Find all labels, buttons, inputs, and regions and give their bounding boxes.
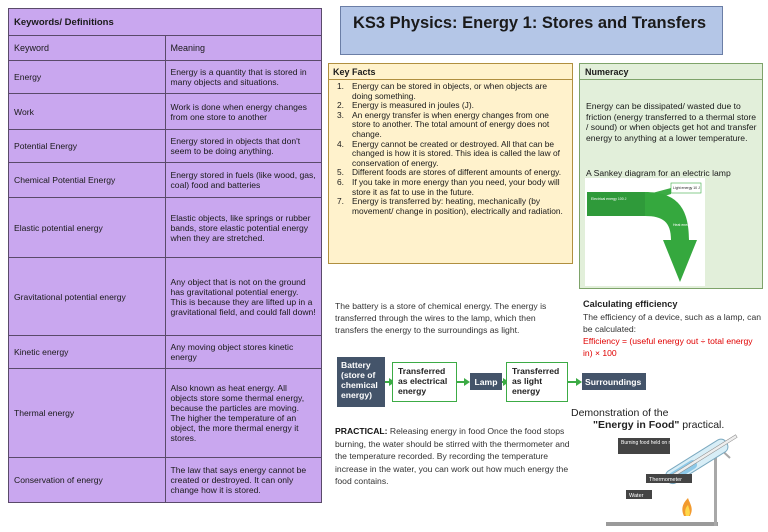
table-row: Conservation of energy The law that says…: [8, 457, 322, 503]
keyword-meaning: Energy is a quantity that is stored in m…: [164, 60, 322, 94]
practical-label: PRACTICAL:: [335, 426, 388, 436]
label-water-box: [626, 490, 652, 499]
key-facts-list: 1. Energy can be stored in objects, or wh…: [329, 80, 572, 216]
table-row: Thermal energy Also known as heat energy…: [8, 368, 322, 458]
keyword-term: Conservation of energy: [8, 457, 166, 503]
demo-title-suffix: practical.: [679, 419, 725, 431]
practical-paragraph: PRACTICAL: Releasing energy in food Once…: [335, 425, 570, 488]
item-number: 3.: [337, 109, 344, 120]
numeracy-heading: Numeracy: [580, 64, 762, 80]
item-number: 1.: [337, 81, 344, 91]
table-row: Gravitational potential energy Any objec…: [8, 257, 322, 336]
label-water: Water: [629, 493, 644, 499]
list-item: 4. Energy cannot be created or destroyed.…: [337, 138, 566, 169]
demo-title-line1: Demonstration of the: [571, 407, 669, 419]
label-food-box: [618, 438, 670, 454]
list-item: 6. If you take in more energy than you ne…: [337, 176, 566, 197]
keyword-meaning: Any object that is not on the ground has…: [164, 257, 322, 336]
keyword-meaning: Any moving object stores kinetic energy: [164, 335, 322, 369]
label-thermometer-box: [646, 474, 692, 483]
flow-lamp-box: Lamp: [470, 373, 502, 390]
flow-arrow-2: [457, 378, 470, 386]
numeracy-paragraph: Energy can be dissipated/ wasted due to …: [586, 101, 757, 143]
list-item: 5. Different foods are stores of differen…: [337, 168, 566, 178]
item-text: An energy transfer is when energy change…: [352, 109, 550, 139]
efficiency-section: Calculating efficiency The efficiency of…: [583, 298, 763, 359]
keyword-term: Elastic potential energy: [8, 197, 166, 258]
label-thermometer: Thermometer: [649, 477, 682, 483]
table-row: Work Work is done when energy changes fr…: [8, 93, 322, 130]
item-text: Different foods are stores of different …: [352, 167, 562, 178]
flow-arrow-1: [385, 378, 395, 386]
keyword-term: Energy: [8, 60, 166, 94]
keyword-term: Work: [8, 93, 166, 130]
item-number: 7.: [337, 196, 344, 207]
column-header-meaning: Meaning: [164, 35, 322, 61]
keyword-term: Thermal energy: [8, 368, 166, 458]
title-box: KS3 Physics: Energy 1: Stores and Transf…: [340, 6, 723, 55]
sankey-light-label-box: [670, 182, 702, 194]
sankey-input-label: Electrical energy 100 J: [591, 197, 627, 201]
keyword-meaning: Elastic objects, like springs or rubber …: [164, 197, 322, 258]
list-item: 3. An energy transfer is when energy cha…: [337, 109, 566, 140]
sankey-heat-label: Heat energy 90 J: [673, 223, 700, 227]
flow-arrow-4: [568, 378, 582, 386]
keyword-meaning: Energy stored in objects that don't seem…: [164, 129, 322, 163]
table-row: Energy Energy is a quantity that is stor…: [8, 60, 322, 94]
keyword-meaning: Energy stored in fuels (like wood, gas, …: [164, 162, 322, 198]
column-header-keyword: Keyword: [8, 35, 166, 61]
efficiency-heading: Calculating efficiency: [583, 299, 678, 309]
table-row: Kinetic energy Any moving object stores …: [8, 335, 322, 369]
item-text: Energy can be stored in objects, or when…: [352, 81, 548, 101]
flow-battery-box: Battery (store of chemical energy): [337, 357, 385, 407]
sankey-input-band: [587, 192, 647, 216]
key-facts-heading: Key Facts: [329, 64, 572, 80]
list-item: 1. Energy can be stored in objects, or wh…: [337, 81, 566, 101]
list-item: 7. Energy is transferred by: heating, mec…: [337, 196, 566, 216]
battery-paragraph: The battery is a store of chemical energ…: [335, 301, 547, 335]
table-row: Potential Energy Energy stored in object…: [8, 129, 322, 163]
item-number: 2.: [337, 100, 344, 111]
demo-title: Demonstration of the "Energy in Food" pr…: [571, 407, 761, 431]
efficiency-text: The efficiency of a device, such as a la…: [583, 312, 762, 334]
keyword-term: Chemical Potential Energy: [8, 162, 166, 198]
table-row: Elastic potential energy Elastic objects…: [8, 197, 322, 258]
item-text: Energy is transferred by: heating, mecha…: [352, 196, 563, 216]
demo-title-emphasis: "Energy in Food": [593, 419, 680, 431]
table-row: Chemical Potential Energy Energy stored …: [8, 162, 322, 198]
keyword-term: Gravitational potential energy: [8, 257, 166, 336]
keywords-table: Keywords/ Definitions Keyword Meaning En…: [8, 8, 322, 503]
flow-electrical-box: Transferred as electrical energy: [392, 362, 457, 402]
stand-rod: [714, 442, 717, 526]
flow-light-box: Transferred as light energy: [506, 362, 568, 402]
keywords-heading: Keywords/ Definitions: [8, 8, 322, 36]
item-number: 4.: [337, 138, 344, 149]
energy-in-food-illustration: Burning food held on mounted needle Ther…: [606, 434, 738, 526]
flame-core-icon: [685, 505, 690, 516]
stand-base: [606, 522, 718, 526]
keyword-meaning: Work is done when energy changes from on…: [164, 93, 322, 130]
item-text: Energy is measured in joules (J).: [352, 100, 474, 111]
flow-arrow-3: [502, 378, 509, 386]
list-item: 2. Energy is measured in joules (J).: [337, 101, 566, 111]
item-text: Energy cannot be created or destroyed. A…: [352, 138, 560, 168]
sankey-caption: A Sankey diagram for an electric lamp: [586, 168, 731, 178]
item-text: If you take in more energy than you need…: [352, 176, 560, 197]
sankey-light-label: Light energy 10 J: [673, 186, 700, 190]
sankey-heat-branch: [645, 192, 697, 282]
key-facts-panel: Key Facts 1. Energy can be stored in obje…: [328, 63, 573, 264]
efficiency-formula: Efficiency = (useful energy out ÷ total …: [583, 336, 753, 358]
item-number: 6.: [337, 176, 344, 187]
practical-text: Releasing energy in food Once the food s…: [335, 426, 570, 486]
keyword-meaning: Also known as heat energy. All objects s…: [164, 368, 322, 458]
page-title: KS3 Physics: Energy 1: Stores and Transf…: [353, 14, 707, 32]
flow-surroundings-box: Surroundings: [582, 373, 646, 390]
keyword-meaning: The law that says energy cannot be creat…: [164, 457, 322, 503]
keyword-term: Kinetic energy: [8, 335, 166, 369]
sankey-diagram: Electrical energy 100 J Light energy 10 …: [585, 178, 705, 286]
keyword-term: Potential Energy: [8, 129, 166, 163]
label-food: Burning food held on mounted needle: [621, 440, 705, 446]
item-number: 5.: [337, 167, 344, 178]
